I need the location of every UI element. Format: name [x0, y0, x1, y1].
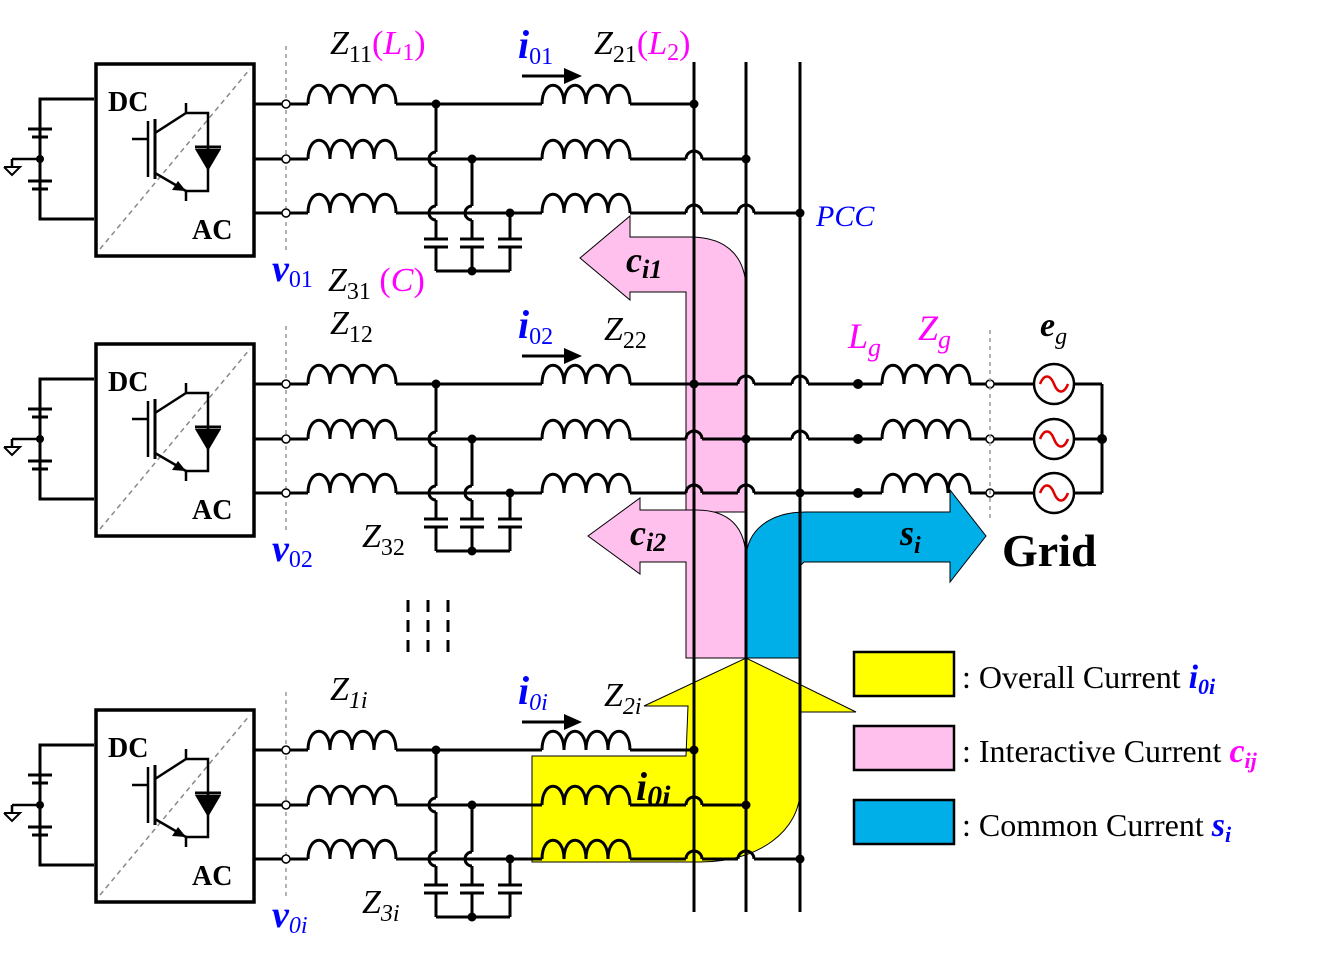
z2-label: Z2i	[604, 677, 642, 720]
eg-label: eg	[1040, 307, 1067, 350]
current-label: i0i	[518, 668, 548, 716]
inverter-unit-1: DC AC Z11(L1) i01 Z21(L2) Z31 (C) v01	[2, 22, 805, 305]
z1-label: Z12	[330, 305, 373, 348]
dc-label: DC	[108, 367, 148, 398]
ac-source-icon	[1032, 417, 1076, 461]
legend-item: : Overall Current i0i	[852, 650, 1216, 699]
dc-label: DC	[108, 87, 148, 118]
common-current-flow	[745, 488, 987, 659]
ac-label: AC	[192, 495, 232, 526]
legend-swatch	[852, 798, 956, 846]
legend-item: : Interactive Current cij	[852, 724, 1258, 773]
legend-swatch	[852, 724, 956, 772]
converter-block: DC AC	[2, 342, 256, 538]
ci1-label: ci1	[626, 240, 662, 284]
z2-label: Z21(L2)	[594, 25, 691, 68]
ac-source-icon	[1032, 362, 1076, 406]
si-label: si	[899, 513, 921, 559]
current-label: i01	[518, 22, 553, 70]
z2-label: Z22	[604, 311, 647, 354]
z3-label: Z3i	[362, 884, 400, 927]
interactive-current-ci2-flow	[587, 497, 747, 659]
ci2-label: ci2	[630, 513, 666, 557]
converter-block: DC AC	[2, 708, 256, 904]
z1-label: Z1i	[330, 671, 368, 714]
z3-label: Z32	[362, 518, 405, 561]
z1-label: Z11(L1)	[330, 25, 426, 68]
current-label: i02	[518, 302, 553, 350]
voltage-label: v02	[272, 528, 313, 573]
interactive-current-ci1-flow	[579, 214, 747, 513]
grid-label: Grid	[1002, 525, 1097, 576]
lg-label: Lg	[847, 316, 881, 362]
i0i-flow-label: i0i	[636, 764, 671, 813]
legend: : Overall Current i0i : Interactive Curre…	[852, 650, 1258, 847]
voltage-label: v0i	[272, 894, 308, 939]
voltage-label: v01	[272, 248, 313, 293]
legend-label: : Interactive Current cij	[962, 733, 1258, 773]
z3-label: Z31 (C)	[328, 262, 425, 305]
legend-swatch	[852, 650, 956, 698]
legend-item: : Common Current si	[852, 798, 1232, 847]
ac-label: AC	[192, 215, 232, 246]
converter-block: DC AC	[2, 62, 256, 258]
legend-label: : Common Current si	[962, 807, 1232, 847]
zg-label: Zg	[918, 308, 951, 354]
ac-source-icon	[1032, 471, 1076, 515]
ac-label: AC	[192, 861, 232, 892]
continuation-dashes	[406, 600, 450, 652]
dc-label: DC	[108, 733, 148, 764]
legend-label: : Overall Current i0i	[962, 659, 1216, 699]
pcc-label: PCC	[815, 200, 875, 233]
